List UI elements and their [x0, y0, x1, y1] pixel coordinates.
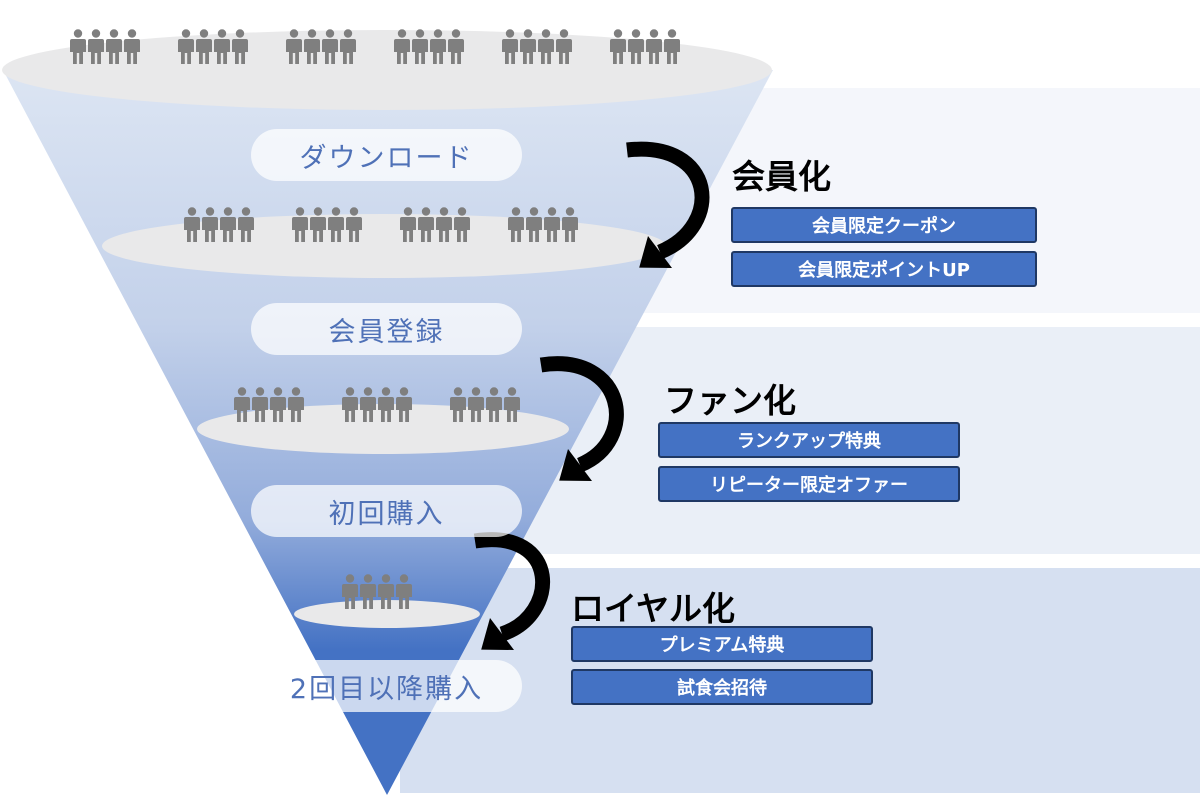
funnel-level-4 — [294, 600, 480, 628]
phase-title-fan: ファン化 — [664, 381, 796, 420]
curved-arrow-icon — [473, 532, 551, 650]
benefit-member-coupon[interactable]: 会員限定クーポン — [731, 207, 1037, 243]
benefit-rank-up[interactable]: ランクアップ特典 — [658, 422, 960, 458]
phase-title-membership: 会員化 — [732, 157, 831, 196]
curved-arrow-icon — [626, 141, 710, 268]
benefit-member-points[interactable]: 会員限定ポイントUP — [731, 251, 1037, 287]
phase-title-royal: ロイヤル化 — [571, 589, 736, 628]
stage-label-text: 2回目以降購入 — [289, 673, 484, 705]
stage-label-text: 会員登録 — [328, 316, 445, 348]
stage-label-first-purchase: 初回購入 — [251, 485, 522, 537]
stage-label-repeat-purchase: 2回目以降購入 — [251, 660, 522, 712]
funnel-level-1 — [2, 30, 772, 110]
stage-label-text: ダウンロード — [299, 142, 474, 174]
benefit-repeater-offer[interactable]: リピーター限定オファー — [658, 466, 960, 502]
stage-label-registration: 会員登録 — [251, 303, 522, 355]
stage-label-download: ダウンロード — [251, 129, 522, 181]
curved-arrow-icon — [539, 356, 624, 481]
benefit-tasting-invite[interactable]: 試食会招待 — [571, 669, 873, 705]
stage-label-text: 初回購入 — [328, 498, 445, 530]
benefit-premium[interactable]: プレミアム特典 — [571, 626, 873, 662]
funnel-level-3 — [197, 404, 569, 454]
